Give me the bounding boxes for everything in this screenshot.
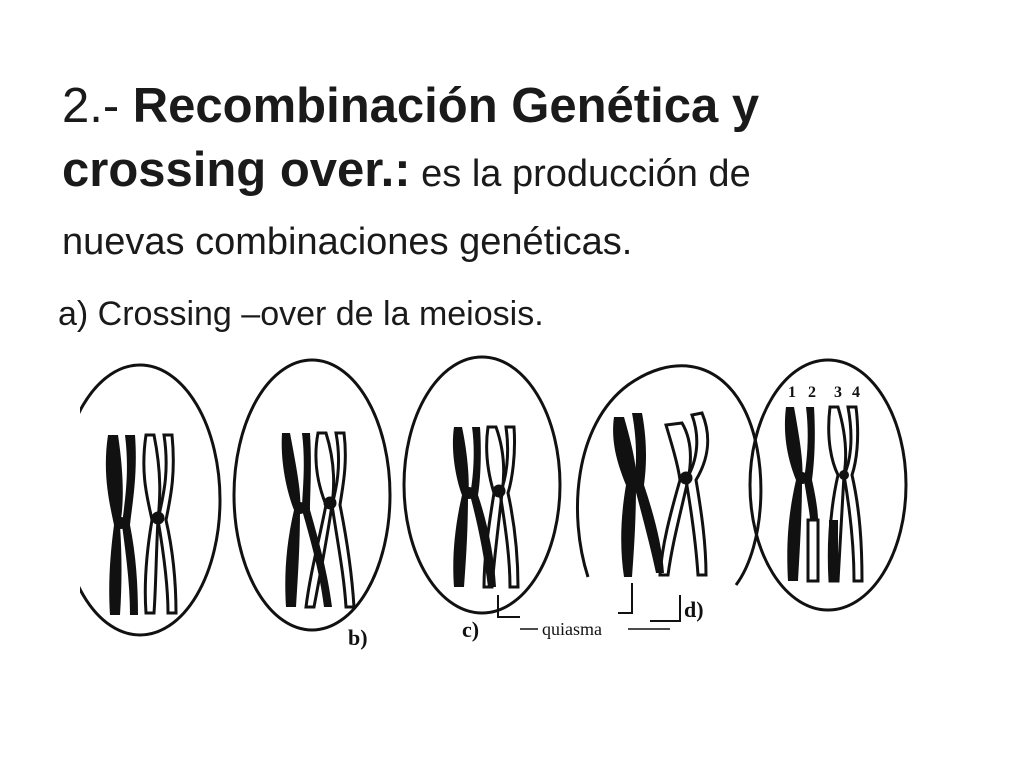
dark-chromosome	[784, 407, 820, 583]
slide-title: 2.- Recombinación Genética y crossing ov…	[62, 74, 962, 274]
cell-membrane	[80, 363, 222, 637]
cell-membrane	[748, 358, 908, 612]
dark-chromosome	[105, 435, 138, 615]
light-chromosome	[658, 411, 710, 577]
cell-stage-e: 1 2 3 4	[748, 358, 908, 612]
chiasma-bracket-left	[497, 595, 520, 618]
stage-label-c: c)	[462, 617, 479, 642]
cell-membrane	[575, 364, 763, 586]
dark-chromosome	[281, 433, 332, 607]
dark-chromosome	[613, 413, 664, 577]
light-chromosome	[304, 431, 356, 609]
cell-membrane	[402, 355, 562, 615]
cell-membrane	[232, 358, 392, 632]
title-description-line1: es la producción de	[410, 153, 751, 195]
stage-label-b: b)	[348, 625, 368, 650]
light-chromosome	[482, 425, 520, 589]
cell-stage-b: b)	[232, 358, 392, 650]
cell-stage-a	[80, 363, 222, 637]
chromatid-number-3: 3	[834, 384, 842, 401]
stage-label-d: d)	[684, 597, 704, 622]
chromatid-number-4: 4	[852, 384, 860, 401]
title-bold-text: Recombinación Genética y crossing over.	[62, 79, 760, 197]
title-colon: :	[394, 143, 411, 197]
light-chromosome	[142, 433, 178, 615]
cell-stage-c: c)	[402, 355, 562, 642]
subpoint-a: a) Crossing –over de la meiosis.	[58, 295, 544, 333]
chiasma-label: quiasma	[542, 619, 602, 639]
chromatid-number-1: 1	[788, 384, 796, 401]
chromatid-number-2: 2	[808, 384, 816, 401]
crossing-over-diagram: b) c)	[80, 355, 908, 650]
chiasma-bracket-right	[618, 583, 681, 622]
dark-chromosome	[452, 427, 496, 587]
cell-stage-d: d)	[575, 364, 763, 622]
title-number: 2.-	[62, 79, 133, 133]
title-description-line2: nuevas combinaciones genéticas.	[62, 221, 633, 263]
light-chromosome	[827, 405, 864, 583]
